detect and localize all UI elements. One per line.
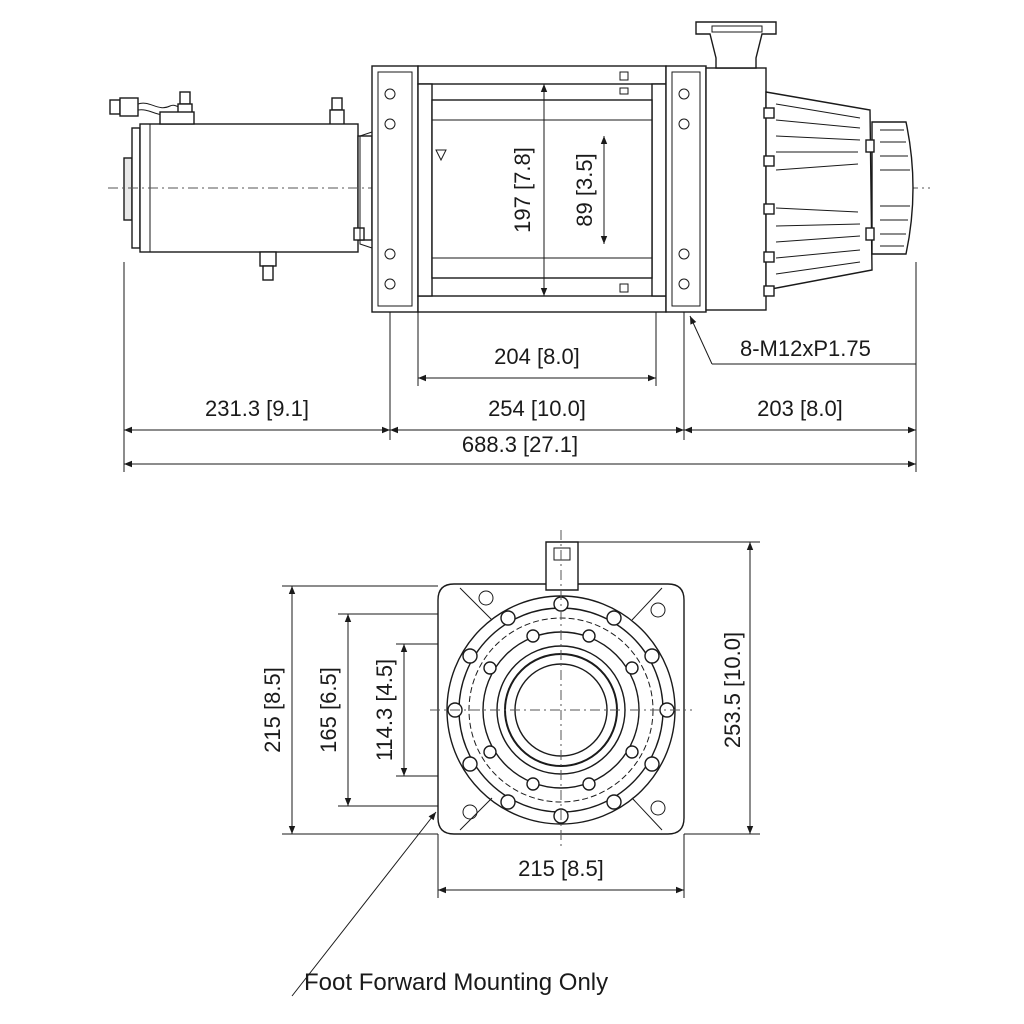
mounting-note: Foot Forward Mounting Only [291,811,608,997]
dim-frame-width: 215 [8.5] [438,856,684,894]
overall-height-label: 253.5 [10.0] [720,632,745,748]
bolt-pattern-inner-label: 114.3 [4.5] [372,659,397,761]
side-view: 197 [7.8] 89 [3.5] 204 [8.0] 8-M12xP1.75 [108,21,930,472]
end-frame [437,583,685,835]
end-extension-lines [282,541,760,898]
drum-height-label: 197 [7.8] [510,147,535,233]
dim-mount-spacing: 254 [10.0] [390,396,684,434]
mount-spacing-label: 254 [10.0] [488,396,586,421]
motor [123,111,373,281]
dim-frame-height: 215 [8.5] [260,586,296,834]
dim-drum-height: 197 [7.8] [510,84,548,296]
right-mount-flange [665,65,707,313]
side-extension-lines [123,262,917,472]
dim-bolt-pattern-inner: 114.3 [4.5] [372,644,408,776]
gearbox [695,21,914,311]
dim-overall-height: 253.5 [10.0] [720,542,754,834]
dim-gear-section: 203 [8.0] [684,396,916,434]
dim-drum-inner: 89 [3.5] [572,136,608,244]
mounting-note-label: Foot Forward Mounting Only [304,969,608,996]
motor-connector [109,91,345,127]
bolt-callout-label: 8-M12xP1.75 [740,336,871,361]
overall-length-label: 688.3 [27.1] [462,432,578,457]
frame-height-label: 215 [8.5] [260,667,285,753]
end-view: 215 [8.5] 165 [6.5] 114.3 [4.5] 253.5 [1… [260,530,760,997]
dim-overall-length: 688.3 [27.1] [124,432,916,468]
bolt-pattern-outer-label: 165 [6.5] [316,667,341,753]
dim-bolt-pattern-outer: 165 [6.5] [316,614,352,806]
drum-length-label: 204 [8.0] [494,344,580,369]
dim-motor-section: 231.3 [9.1] [124,396,390,434]
frame-width-label: 215 [8.5] [518,856,604,881]
end-bolts-inner [483,629,639,791]
left-mount-flange [359,65,419,313]
drum-inner-label: 89 [3.5] [572,153,597,226]
cable-drum [417,65,667,313]
motor-section-label: 231.3 [9.1] [205,396,309,421]
clutch-handle-end [545,541,579,591]
gear-section-label: 203 [8.0] [757,396,843,421]
bolt-callout: 8-M12xP1.75 [689,315,916,365]
dim-drum-length: 204 [8.0] [418,344,656,382]
